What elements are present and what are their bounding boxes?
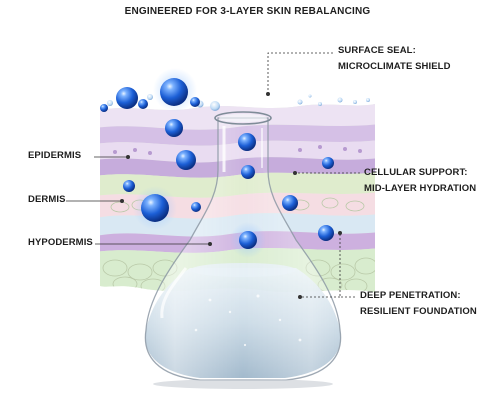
callout-surface-seal-title: SURFACE SEAL: — [338, 45, 416, 56]
page-title: ENGINEERED FOR 3-LAYER SKIN REBALANCING — [124, 6, 371, 17]
label-epidermis: EPIDERMIS — [28, 150, 82, 161]
hydration-droplets — [100, 68, 334, 258]
leader-lines — [66, 52, 360, 299]
callout-cellular-subtitle: MID-LAYER HYDRATION — [364, 183, 477, 194]
label-dermis: DERMIS — [28, 194, 66, 205]
callout-surface-seal-subtitle: MICROCLIMATE SHIELD — [338, 61, 451, 72]
callout-deep-subtitle: RESILIENT FOUNDATION — [360, 306, 477, 317]
callout-cellular-title: CELLULAR SUPPORT: — [364, 167, 468, 178]
callout-deep-title: DEEP PENETRATION: — [360, 290, 461, 301]
label-hypodermis: HYPODERMIS — [28, 237, 93, 248]
